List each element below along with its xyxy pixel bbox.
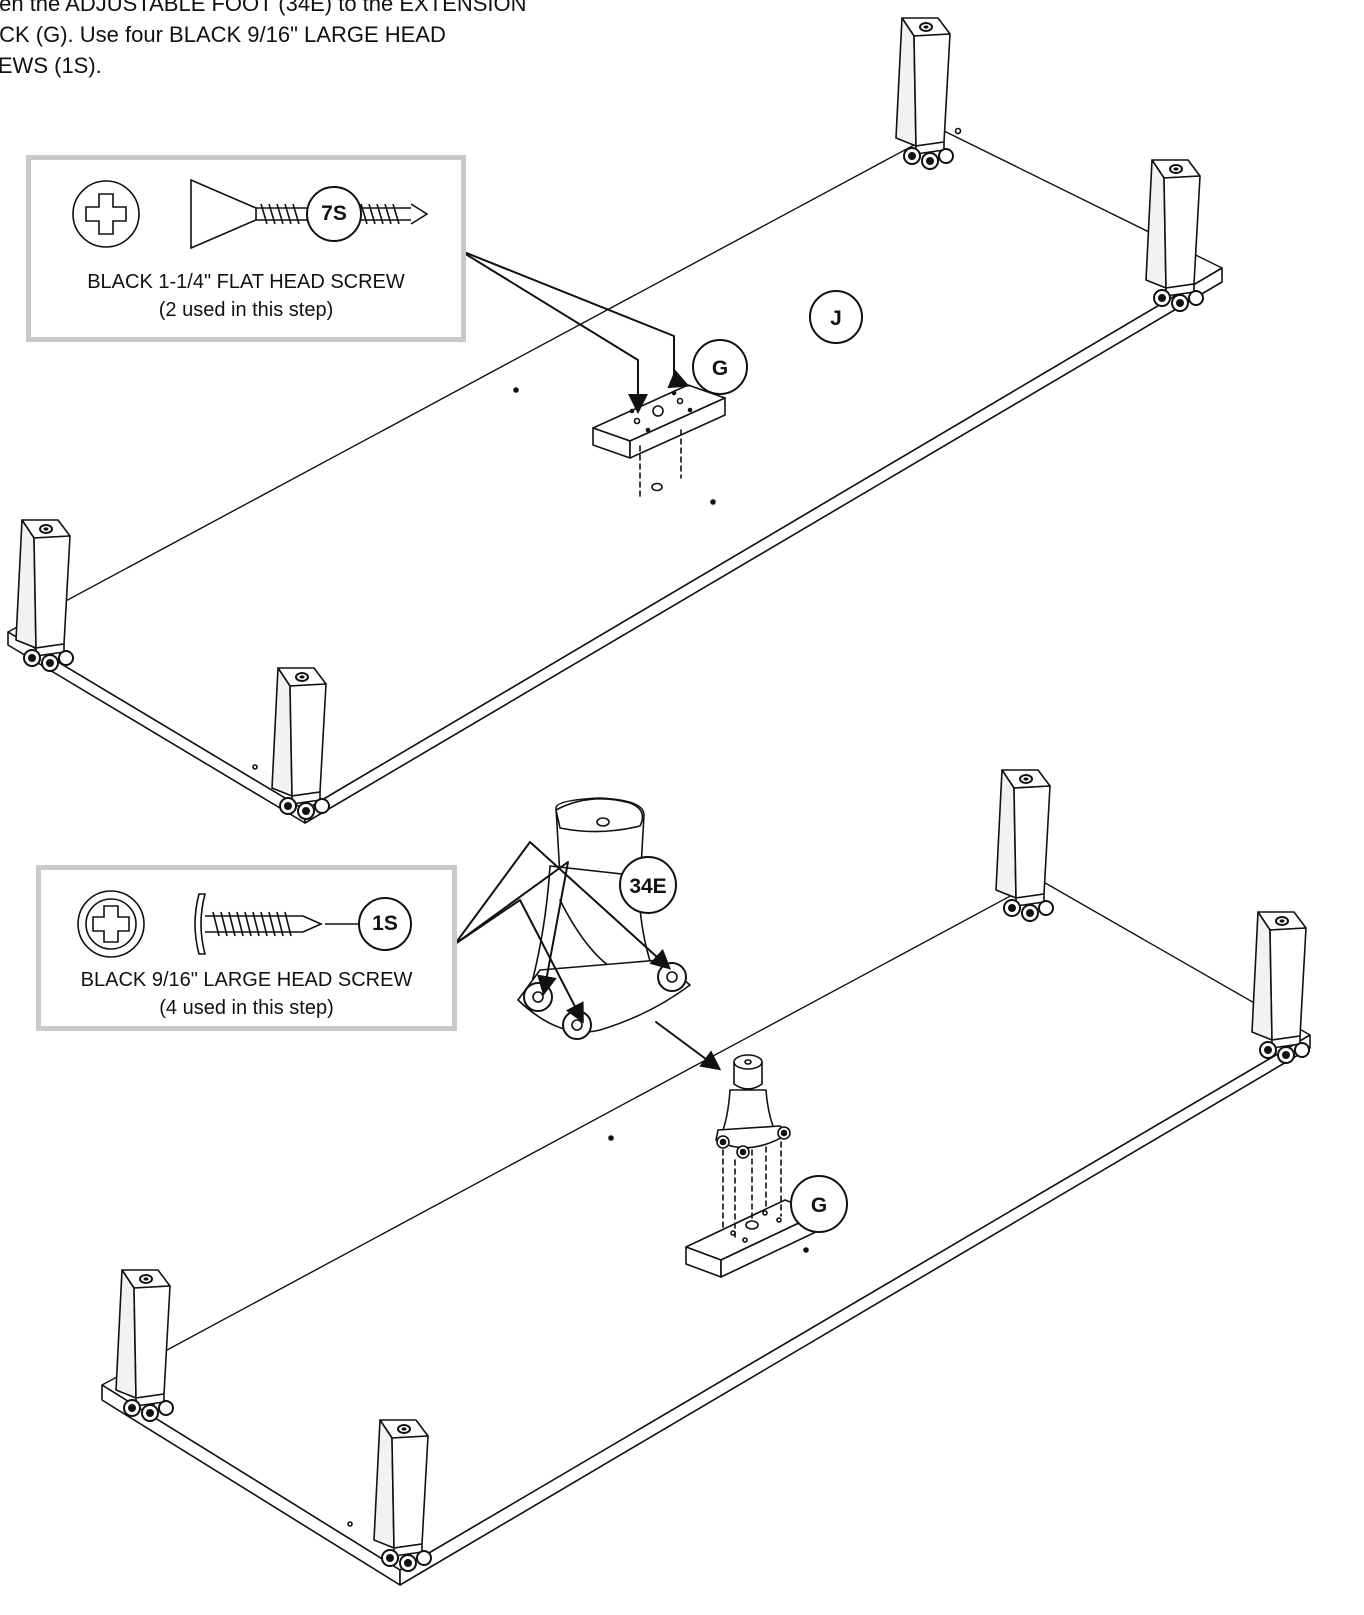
instruction-text: sten the ADJUSTABLE FOOT (34E) to the EX… [0, 0, 602, 81]
leader-bottom [454, 841, 671, 1024]
extension-block-bottom [685, 1137, 821, 1278]
callout-large-head-screw: 1S BLACK 9/16" LARGE HEAD SCREW (4 used … [36, 865, 457, 1031]
foot-placement-arrow [655, 1021, 722, 1071]
screw-name-top: BLACK 1-1/4" FLAT HEAD SCREW [87, 271, 405, 293]
screw-qty-bottom: (4 used in this step) [159, 997, 334, 1019]
extension-block-top [592, 384, 726, 501]
instruction-line-3: REWS (1S). [0, 53, 102, 78]
label-j-text: J [830, 307, 842, 330]
label-foot-34e [619, 856, 677, 914]
label-34e-text: 34E [629, 875, 666, 898]
screw-qty-top: (2 used in this step) [158, 299, 334, 321]
label-block-g-bottom [790, 1175, 848, 1233]
screw-name-bottom: BLACK 9/16" LARGE HEAD SCREW [80, 969, 413, 991]
flat-head-screw-icon [72, 178, 429, 250]
adjustable-foot-large [517, 797, 691, 1040]
instruction-line-2: OCK (G). Use four BLACK 9/16" LARGE HEAD [0, 22, 446, 47]
label-g-bottom-text: G [811, 1194, 827, 1217]
callout-flat-head-screw: 7S BLACK 1-1/4" FLAT HEAD SCREW (2 used … [26, 155, 466, 342]
instruction-line-1: sten the ADJUSTABLE FOOT (34E) to the EX… [0, 0, 527, 16]
part-id-1s: 1S [372, 912, 398, 935]
label-g-top-text: G [712, 357, 728, 380]
label-block-g-top [692, 339, 748, 395]
adjustable-foot-small [715, 1054, 791, 1159]
panel-bottom [101, 879, 1311, 1586]
leg-top-back [895, 17, 954, 170]
large-head-screw-icon [77, 890, 412, 958]
label-panel-j [809, 290, 863, 344]
leader-top [458, 249, 690, 414]
part-id-7s: 7S [321, 202, 347, 225]
